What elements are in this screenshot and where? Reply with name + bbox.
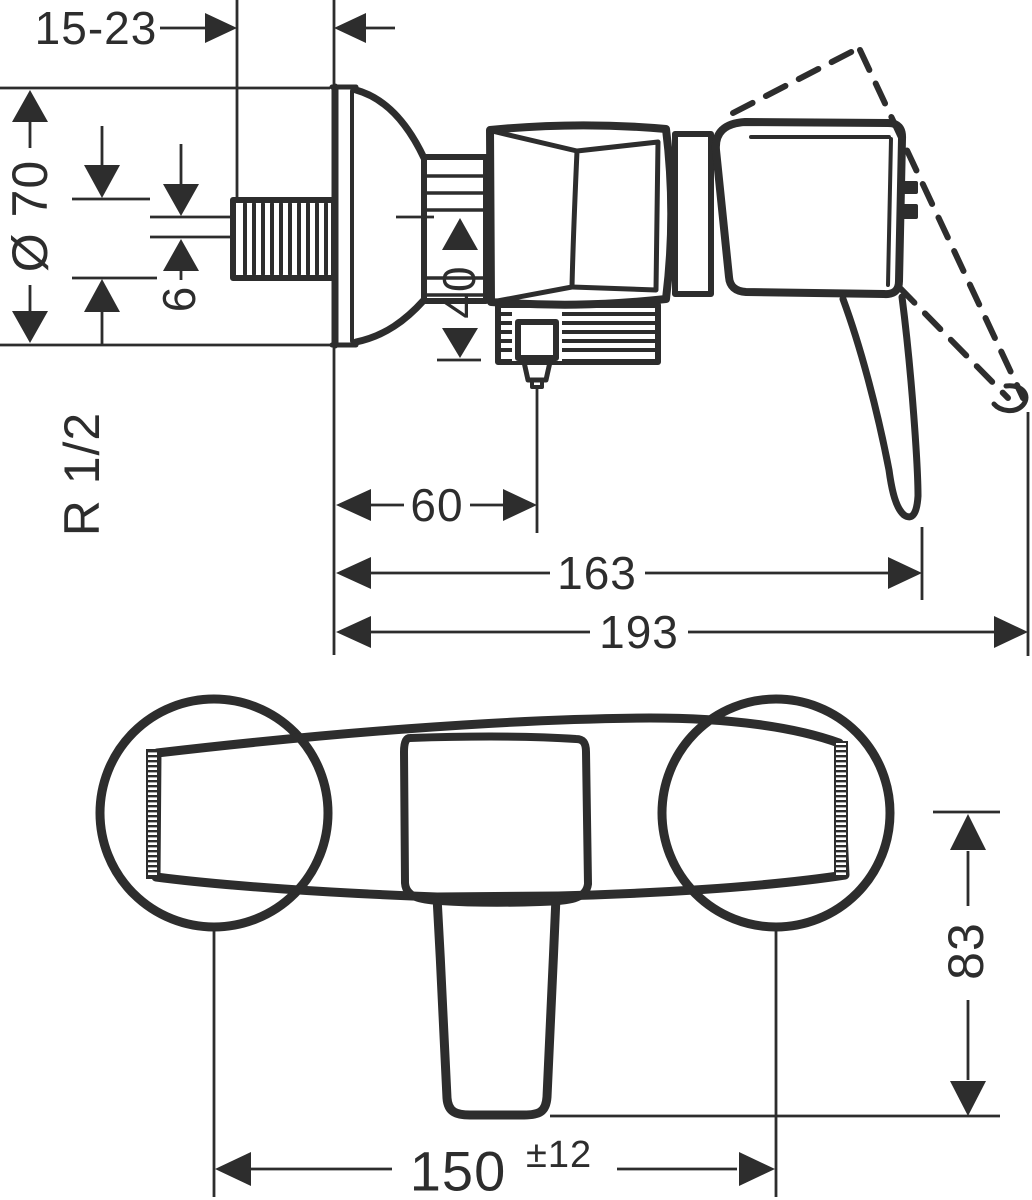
dim-lever-drop: 83: [938, 922, 994, 980]
arrowhead: [163, 239, 199, 271]
arrowhead: [336, 489, 371, 521]
dimension-thread: R 1/2: [54, 126, 157, 536]
arrowhead: [205, 13, 237, 43]
dimension-lever-drop: 83: [550, 810, 1000, 1118]
cartridge-housing-front: [400, 732, 592, 907]
dim-thread-size: R 1/2: [54, 412, 110, 537]
supply-pipe-thread: [230, 197, 337, 281]
dim-outlet-offset: 60: [410, 479, 463, 531]
arrowhead: [12, 90, 48, 122]
dimension-outlet-drop: 40: [396, 215, 485, 362]
wall-plate-flange: [329, 83, 428, 349]
arrowhead: [336, 557, 371, 589]
dimension-15-23: 15-23: [35, 2, 395, 54]
mixer-bar: [151, 713, 850, 902]
bar-end-hatch-left: [146, 749, 159, 879]
arrowhead: [334, 13, 366, 43]
dimension-axis-offset: 6: [150, 144, 233, 312]
arrowhead: [163, 184, 199, 216]
arrowhead: [12, 311, 48, 343]
handle-lever: [839, 293, 922, 521]
dim-depth-range: 15-23: [35, 2, 158, 54]
arrowhead: [84, 279, 120, 312]
handle-alt-tip-hook: [991, 383, 1029, 413]
right-escutcheon-circle: [657, 694, 895, 932]
dim-connection-tolerance: ±12: [526, 1134, 592, 1176]
dimension-lever-reach: 163: [336, 527, 924, 600]
outlet-nipple: [521, 359, 553, 383]
left-escutcheon-circle: [95, 694, 333, 932]
shower-outlet: [495, 302, 661, 389]
adapter-ring: [672, 131, 714, 297]
arrowhead: [442, 328, 478, 358]
dimension-connection-distance: 150 ±12: [212, 930, 778, 1200]
arrowhead: [994, 616, 1028, 648]
arrowhead: [84, 165, 120, 198]
arrowhead: [215, 1152, 251, 1186]
dimension-overall-depth: 193: [336, 412, 1030, 658]
dim-connection-distance: 150: [410, 1140, 506, 1200]
arrowhead: [503, 489, 537, 521]
outlet-tip: [530, 378, 544, 389]
dim-lever-reach: 163: [557, 547, 637, 599]
arrowhead: [442, 218, 478, 250]
dimension-outlet-offset: 60: [336, 388, 539, 533]
mixer-body: [486, 121, 676, 309]
dim-axis-offset: 6: [153, 286, 205, 313]
front-view: 83 150 ±12: [95, 694, 1000, 1200]
handle-alt-position-dashed: [730, 46, 1026, 401]
arrowhead: [888, 557, 922, 589]
arrowhead: [739, 1152, 775, 1186]
dim-overall-depth: 193: [599, 606, 679, 658]
handle-set-screw-tab: [902, 181, 918, 194]
side-view: 15-23 Ø 70 R 1/2 6: [0, 0, 1030, 658]
handle-set-screw-tab: [902, 204, 918, 219]
arrowhead: [950, 814, 986, 850]
arrowhead: [336, 616, 371, 648]
handle-head: [711, 118, 918, 299]
handle-lever-front: [432, 892, 561, 1120]
dim-outlet-drop: 40: [433, 265, 485, 318]
bar-end-hatch-right: [834, 741, 848, 878]
arrowhead: [950, 1081, 986, 1116]
dimension-flange-diameter: Ø 70: [2, 90, 58, 343]
outlet-nut-face: [515, 319, 559, 361]
dim-flange-diameter: Ø 70: [2, 160, 58, 272]
